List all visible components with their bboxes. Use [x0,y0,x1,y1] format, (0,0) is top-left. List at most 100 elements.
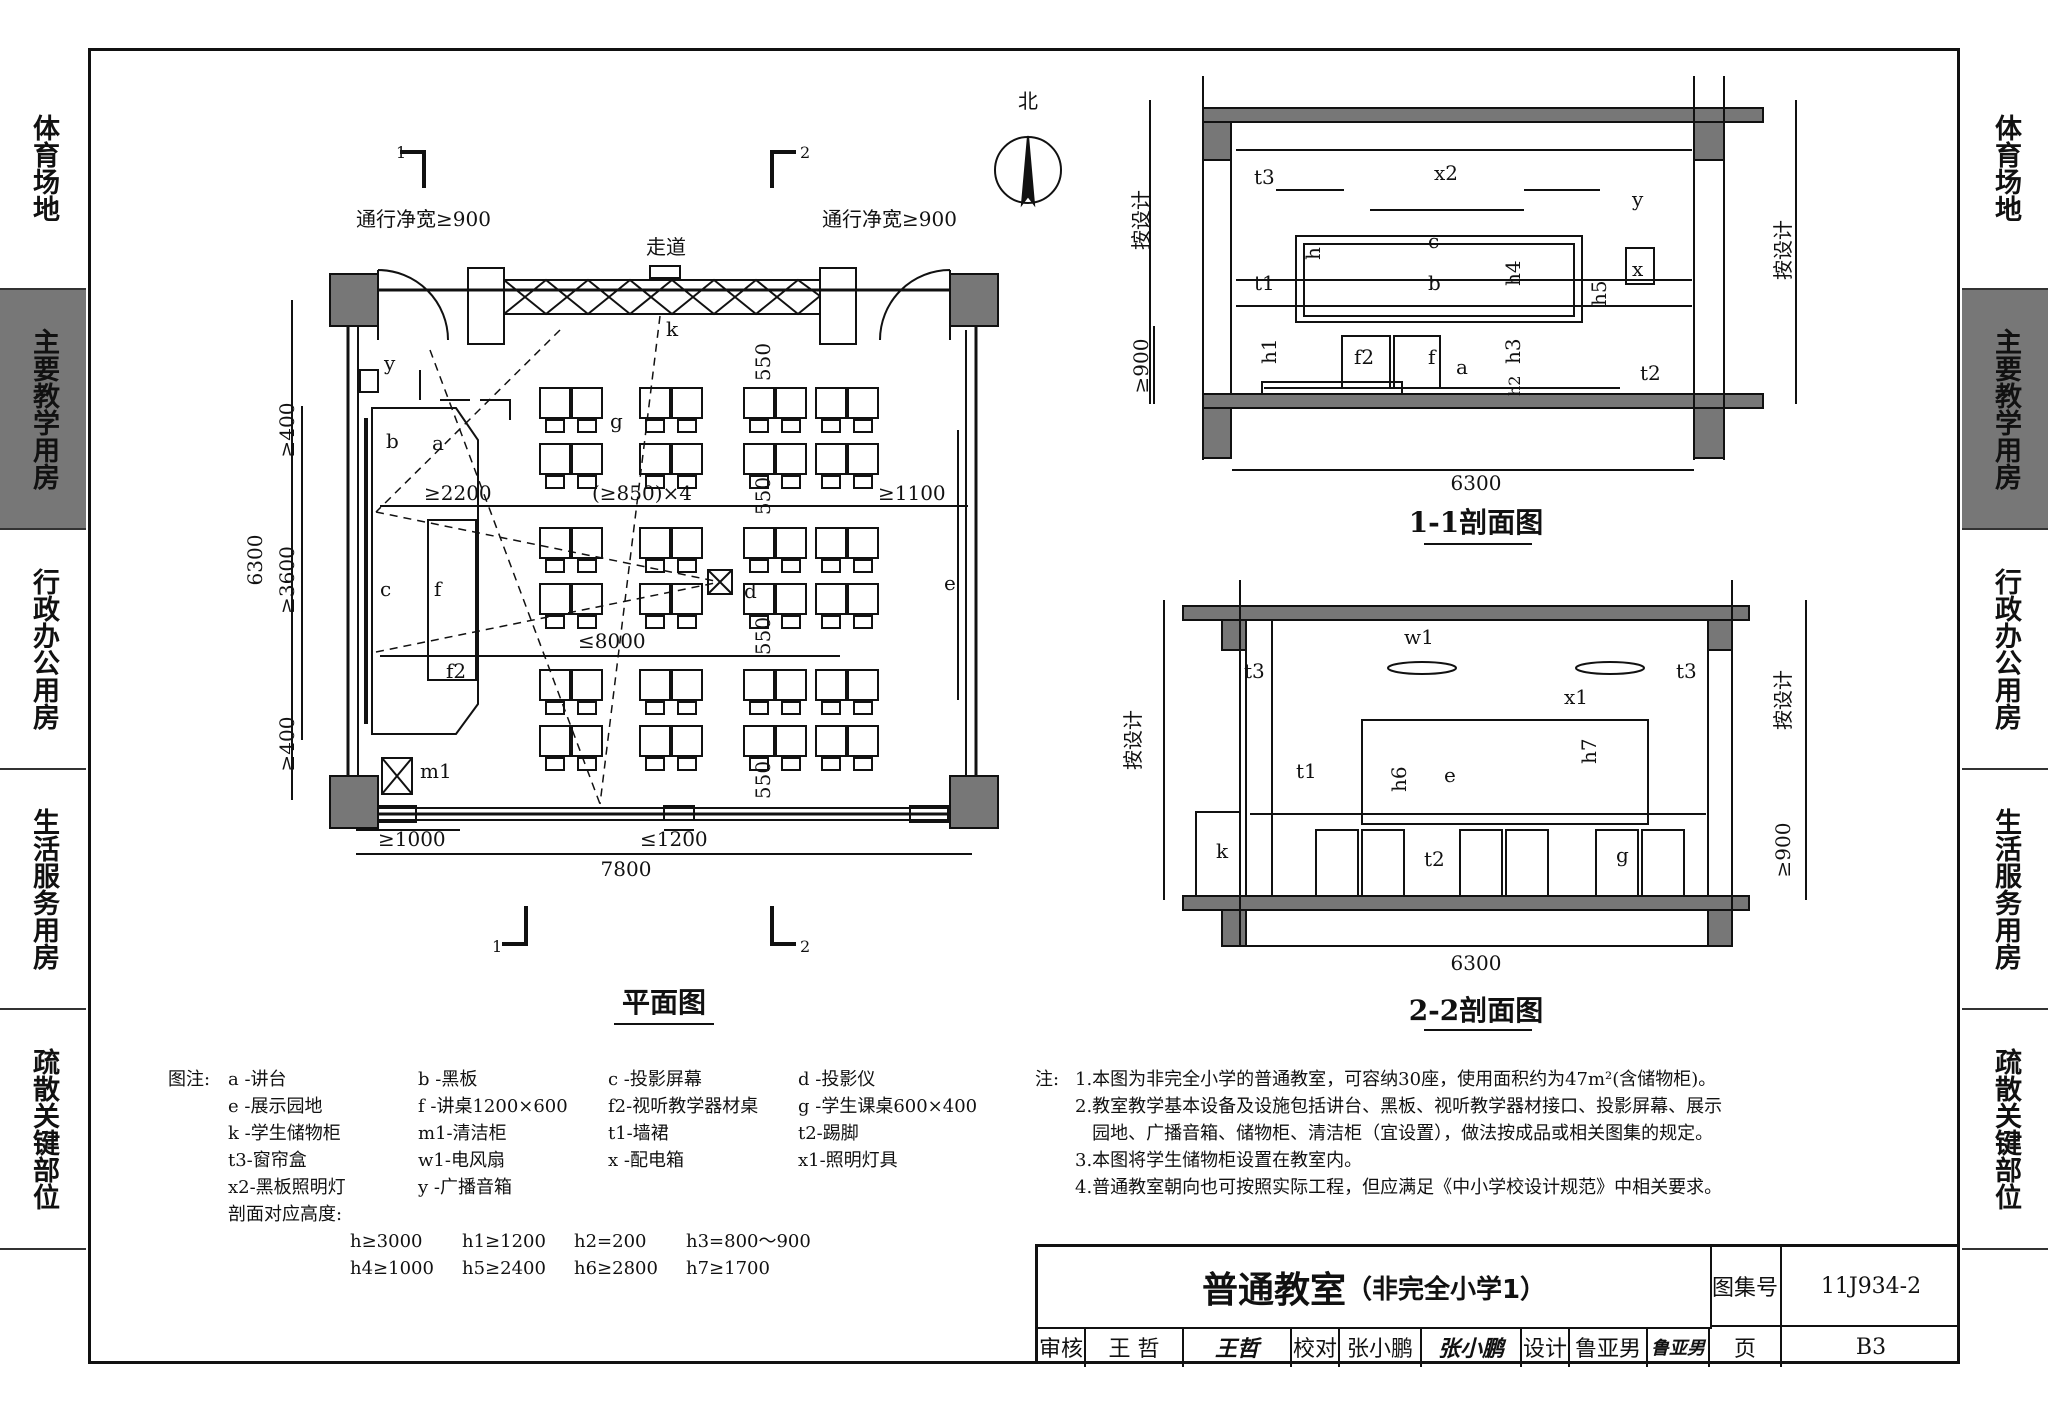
chair [645,475,665,489]
label-k: k [666,317,679,341]
side-tab-evacuation[interactable]: 疏散关键部位 [1962,1010,2048,1250]
chair [545,701,565,715]
desk [671,583,703,615]
legend-item: w1-电风扇 [418,1150,505,1171]
desk [743,387,775,419]
desk [775,725,807,757]
atlas-label: 图集号 [1710,1247,1782,1327]
s1-label: b [1428,271,1441,295]
chair [853,757,873,771]
chair [821,475,841,489]
chair [749,419,769,433]
north-label: 北 [1018,89,1038,113]
display-board [1361,719,1649,825]
note-item: 2.教室教学基本设备及设施包括讲台、黑板、视听教学器材接口、投影屏幕、展示 [1075,1096,1723,1117]
s2-label: t3 [1244,659,1265,683]
s1-left-dim-bottom: ≥900 [1129,339,1153,394]
desk [639,443,671,475]
s2-right-dim-top: 按设计 [1771,670,1795,730]
desk [571,443,603,475]
chair [545,757,565,771]
legend-item: g -学生课桌600×400 [798,1096,978,1117]
desk [539,387,571,419]
s2-label: e [1444,763,1456,787]
desk [639,583,671,615]
teacher-desk [427,519,477,681]
column [329,775,379,829]
legend-item: x1-照明灯具 [798,1150,898,1171]
desk [743,583,775,615]
side-tab-sports[interactable]: 体育场地 [0,48,86,290]
side-tab-teaching[interactable]: 主要教学用房 [1962,290,2048,530]
height-item: h3=800～900 [686,1231,811,1252]
s1-label: f2 [1354,345,1374,369]
side-tab-sports[interactable]: 体育场地 [1962,48,2048,290]
reviewer-signature: 王哲 [1184,1327,1292,1367]
chair [645,559,665,573]
section-mark: 1 [396,143,406,162]
cabinet-k [1195,811,1241,897]
section-2-title: 2-2剖面图 [1409,994,1544,1027]
chair [677,475,697,489]
desk [775,669,807,701]
chair [853,701,873,715]
legend-item: e -展示园地 [228,1096,323,1117]
height-heading: 剖面对应高度: [228,1204,343,1225]
side-tab-admin[interactable]: 行政办公用房 [1962,530,2048,770]
side-tab-teaching[interactable]: 主要教学用房 [0,290,86,530]
dim-view-dist: ≤8000 [578,629,646,653]
left-side-tabs: 体育场地 主要教学用房 行政办公用房 生活服务用房 疏散关键部位 [0,48,86,1364]
chair [545,615,565,629]
chair [853,615,873,629]
s1-label: t1 [1254,271,1275,295]
side-tab-living[interactable]: 生活服务用房 [1962,770,2048,1010]
chair [645,419,665,433]
note-item: 4.普通教室朝向也可按照实际工程，但应满足《中小学校设计规范》中相关要求。 [1075,1177,1723,1198]
desk [847,669,879,701]
desk [539,583,571,615]
review-label: 审核 [1038,1327,1086,1367]
chair [677,559,697,573]
side-tab-label: 疏散关键部位 [1990,1048,2021,1210]
desk [571,583,603,615]
height-item: h5≥2400 [462,1258,546,1279]
dim-front-clear: ≥2200 [424,481,492,505]
s2-width: 6300 [1451,951,1502,975]
desk [847,527,879,559]
chair [781,757,801,771]
desk [671,725,703,757]
s2-left-dim: 按设计 [1121,710,1145,770]
column [949,775,999,829]
height-item: h≥3000 [350,1231,423,1252]
page-number: B3 [1855,1334,1887,1360]
desk [539,527,571,559]
s1-width: 6300 [1451,471,1502,495]
chair [677,757,697,771]
designer-signature: 鲁亚男 [1648,1327,1710,1367]
chair [781,559,801,573]
chair [677,701,697,715]
desk [815,443,847,475]
door-left [377,269,449,341]
dim-depth-top: ≥400 [275,403,299,458]
section-mark: 2 [800,143,810,162]
label-d: d [744,579,757,603]
side-tab-label: 行政办公用房 [28,568,59,730]
side-tab-evacuation[interactable]: 疏散关键部位 [0,1010,86,1250]
dim-overall-width: 7800 [601,857,652,881]
page-label: 页 [1710,1327,1782,1367]
checker-signature: 张小鹏 [1422,1327,1522,1367]
desk [775,583,807,615]
s1-label: x2 [1434,161,1458,185]
desk [539,669,571,701]
desk [639,669,671,701]
chair [821,419,841,433]
side-tab-label: 生活服务用房 [1990,808,2021,970]
legend-item: x -配电箱 [608,1150,684,1171]
side-tab-admin[interactable]: 行政办公用房 [0,530,86,770]
panel-x [1625,247,1655,285]
label-b: b [386,429,399,453]
check-label: 校对 [1292,1327,1340,1367]
dim-aisle: 550 [751,343,775,381]
side-tab-living[interactable]: 生活服务用房 [0,770,86,1010]
